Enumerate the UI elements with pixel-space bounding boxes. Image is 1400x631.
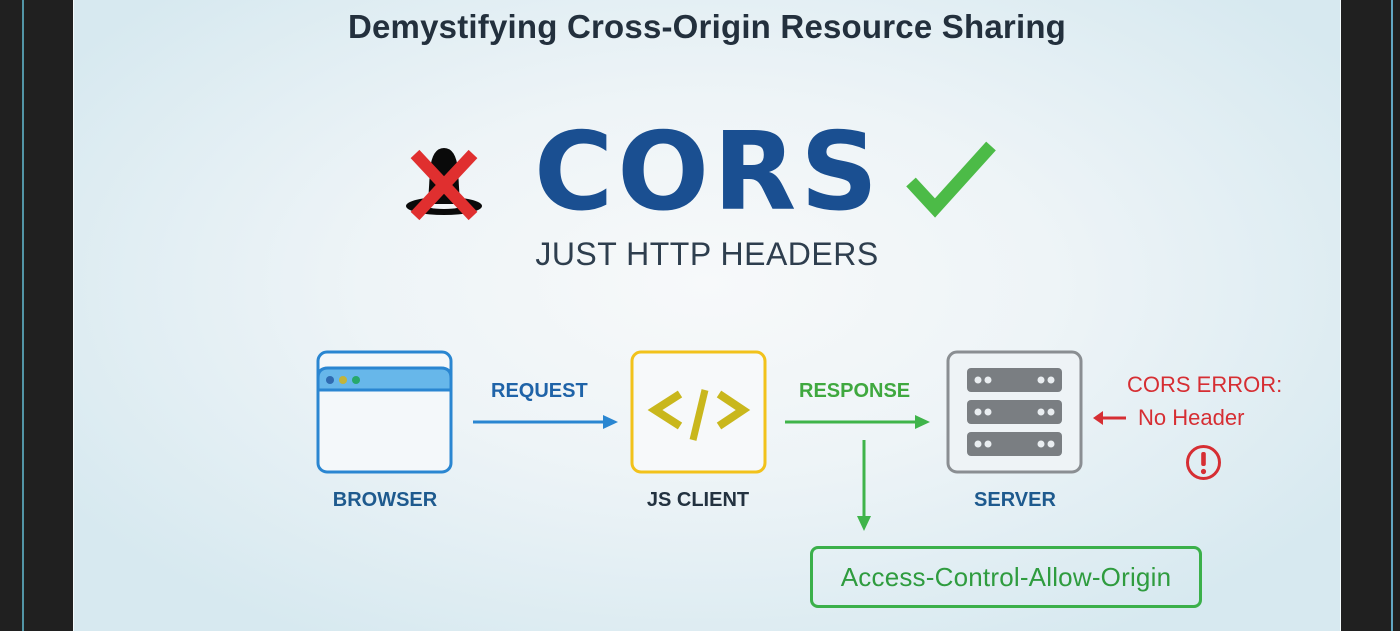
frame-divider — [1391, 0, 1393, 631]
arrow-left-icon — [1093, 411, 1126, 425]
access-control-header-box: Access-Control-Allow-Origin — [810, 546, 1202, 608]
crossed-out-hat-icon — [406, 148, 482, 221]
exclamation-circle-icon — [1186, 445, 1221, 480]
left-frame — [0, 0, 73, 631]
cors-error-detail: No Header — [1138, 405, 1245, 430]
code-brackets-icon — [630, 350, 767, 474]
slide-edge — [1340, 0, 1341, 631]
slide-title: Demystifying Cross-Origin Resource Shari… — [347, 8, 1067, 45]
server-rack-icon — [946, 350, 1083, 474]
server-label: SERVER — [974, 489, 1056, 511]
response-arrow — [785, 415, 930, 429]
browser-label: BROWSER — [332, 489, 438, 511]
slide-edge — [73, 0, 74, 631]
response-label: RESPONSE — [799, 380, 911, 402]
request-label: REQUEST — [491, 380, 588, 402]
cors-error-title: CORS ERROR: — [1127, 372, 1283, 397]
js-client-label: JS CLIENT — [646, 489, 750, 511]
cors-logo: CORS — [534, 110, 883, 235]
slide: Demystifying Cross-Origin Resource Shari… — [73, 0, 1341, 631]
right-frame — [1341, 0, 1400, 631]
browser-window-icon — [316, 350, 453, 474]
frame-divider — [22, 0, 24, 631]
response-down-arrow — [857, 440, 871, 531]
hero-subtitle: JUST HTTP HEADERS — [535, 236, 879, 272]
request-arrow — [473, 415, 618, 429]
checkmark-icon — [906, 141, 996, 218]
